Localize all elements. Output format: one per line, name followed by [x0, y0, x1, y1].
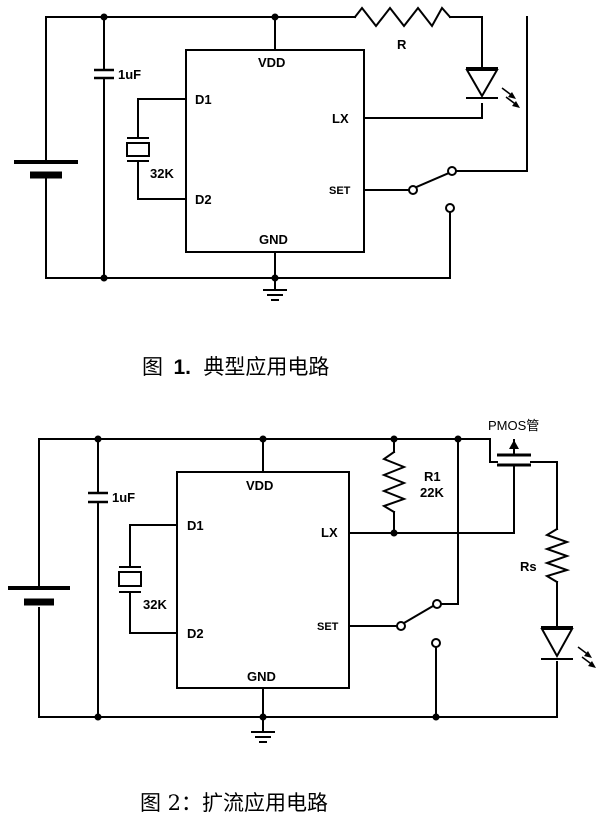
fig2-pin-set: SET: [317, 621, 339, 633]
figure-1-typical-circuit: 1uF 32K VDD D1 D2 LX SET GND R: [14, 6, 528, 379]
figure-2-expansion-circuit: 1uF 32K VDD D1 D2 LX SET GND R1 22K: [8, 418, 596, 815]
fig2-resistor-rs: Rs: [520, 527, 571, 584]
fig1-led: [465, 67, 520, 108]
fig1-switch: [408, 166, 457, 213]
fig2-pin-d1: D1: [187, 518, 204, 533]
fig2-ground-icon: [251, 731, 275, 743]
fig1-pin-lx: LX: [332, 111, 349, 126]
fig1-junctions: [100, 13, 279, 282]
fig2-wires: [38, 438, 558, 733]
fig2-ic: VDD D1 D2 LX SET GND: [176, 471, 350, 689]
fig2-capacitor: 1uF: [88, 490, 135, 505]
fig1-pin-d2: D2: [195, 192, 212, 207]
fig1-cap-label: 1uF: [118, 67, 141, 82]
fig1-crystal: 32K: [126, 137, 174, 181]
fig2-pin-lx: LX: [321, 525, 338, 540]
fig2-r1-value: 22K: [420, 485, 444, 500]
fig1-resistor: R: [353, 6, 452, 52]
fig2-cap-label: 1uF: [112, 490, 135, 505]
fig2-pin-vdd: VDD: [246, 478, 273, 493]
fig1-crystal-label: 32K: [150, 166, 174, 181]
fig2-rs-label: Rs: [520, 559, 537, 574]
fig2-crystal: 32K: [118, 566, 167, 612]
fig1-ground-icon: [263, 289, 287, 301]
fig1-wires: [45, 16, 528, 291]
fig1-pin-d1: D1: [195, 92, 212, 107]
fig2-crystal-label: 32K: [143, 597, 167, 612]
fig2-pmos: PMOS管: [488, 418, 539, 475]
fig2-caption: 图 2：扩流应用电路: [140, 791, 328, 815]
fig1-ic: VDD D1 D2 LX SET GND: [185, 49, 365, 253]
fig2-switch: [396, 599, 442, 648]
fig2-resistor-r1: R1 22K: [381, 450, 444, 514]
fig1-resistor-label: R: [397, 37, 407, 52]
fig1-pin-set: SET: [329, 185, 351, 197]
fig2-pmos-label: PMOS管: [488, 418, 539, 433]
fig1-caption: 图 1. 典型应用电路: [142, 355, 329, 379]
fig2-battery: [8, 586, 70, 606]
fig2-junctions: [94, 435, 462, 721]
fig1-pin-vdd: VDD: [258, 55, 285, 70]
fig2-r1-label: R1: [424, 469, 441, 484]
fig1-battery: [14, 160, 78, 185]
fig1-capacitor: 1uF: [94, 67, 141, 82]
fig1-pin-gnd: GND: [259, 232, 288, 247]
fig2-led: [540, 626, 596, 668]
fig2-pin-gnd: GND: [247, 669, 276, 684]
fig2-pin-d2: D2: [187, 626, 204, 641]
